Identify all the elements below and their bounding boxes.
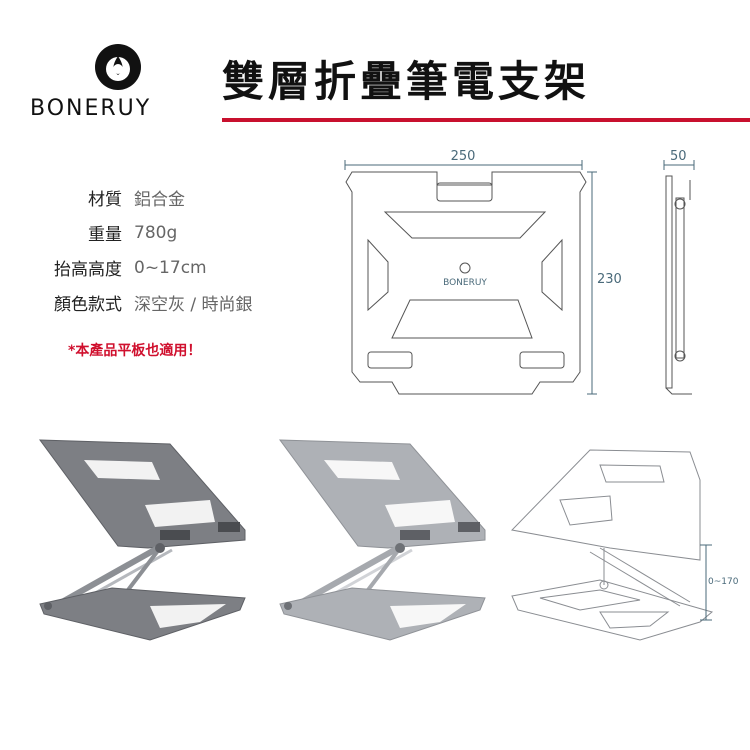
- spec-value: 鋁合金: [134, 190, 185, 210]
- title-underline: [222, 118, 750, 122]
- width-dimension-label: 250: [451, 149, 476, 164]
- brand-name: BONERUY: [30, 96, 152, 121]
- spec-label: 抬高高度: [54, 260, 122, 280]
- plate-logo-icon: [459, 262, 471, 274]
- stand-silver: [278, 439, 486, 641]
- dimension-drawing: 250 230 BONERUY 50: [344, 149, 695, 395]
- spec-label: 材質: [88, 190, 122, 210]
- spec-value: 0~17cm: [134, 257, 207, 278]
- spec-value: 深空灰 / 時尚銀: [134, 295, 253, 315]
- stand-space-gray: [38, 439, 246, 641]
- depth-dimension-label: 50: [670, 149, 687, 164]
- brand-logo-icon: [95, 44, 141, 90]
- spec-row-color: 顏色款式 深空灰 / 時尚銀: [30, 285, 253, 320]
- stand-line-drawing: [510, 449, 714, 641]
- tablet-compatible-note: *本產品平板也適用！: [68, 343, 202, 359]
- height-dimension-label: 230: [597, 272, 622, 287]
- spec-label: 顏色款式: [54, 295, 122, 315]
- spec-row-height: 抬高高度 0~17cm: [30, 250, 253, 285]
- lift-dimension-label: 0~170: [708, 577, 739, 587]
- spec-list: 材質 鋁合金 重量 780g 抬高高度 0~17cm 顏色款式 深空灰 / 時尚…: [30, 180, 253, 320]
- plate-brand-label: BONERUY: [443, 278, 487, 288]
- spec-row-material: 材質 鋁合金: [30, 180, 253, 215]
- spec-label: 重量: [88, 225, 122, 245]
- stand-side-profile: [665, 175, 692, 395]
- page-title: 雙層折疊筆電支架: [222, 57, 591, 106]
- spec-value: 780g: [134, 222, 178, 243]
- spec-row-weight: 重量 780g: [30, 215, 253, 250]
